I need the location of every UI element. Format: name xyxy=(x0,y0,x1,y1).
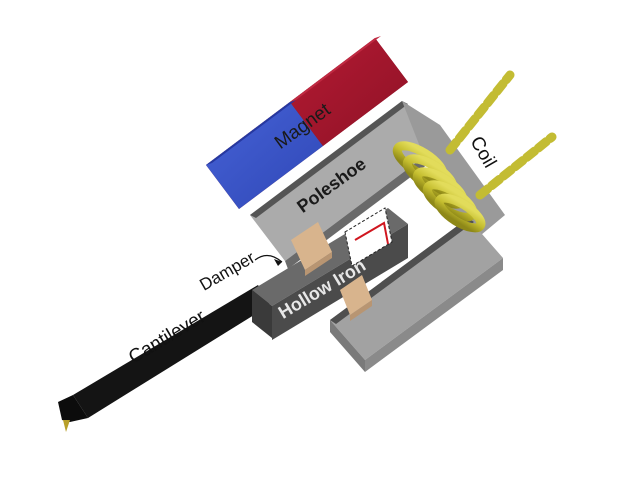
coil-turn xyxy=(434,193,486,233)
poleshoe xyxy=(250,101,505,372)
coil-label: Coil xyxy=(465,133,500,172)
dampers xyxy=(291,222,372,321)
magnet-top-strip-blue xyxy=(206,100,296,165)
coil xyxy=(392,70,557,233)
hollow-iron-cutaway-highlight xyxy=(354,221,389,245)
damper-label: Damper xyxy=(196,248,258,295)
magnet-top-strip-red xyxy=(290,36,381,102)
damper-lower-shade xyxy=(350,300,372,321)
hollow-iron-front xyxy=(252,290,272,338)
poleshoe-upper-arm-edge xyxy=(250,101,408,218)
damper-lower xyxy=(340,275,372,315)
poleshoe-upper-arm xyxy=(250,101,437,261)
coil-lead-lower xyxy=(475,132,557,200)
poleshoe-back xyxy=(402,101,505,240)
poleshoe-lower-arm-front xyxy=(330,320,365,372)
damper-arrow xyxy=(254,254,283,266)
poleshoe-lower-arm-bottom xyxy=(365,258,503,372)
cantilever xyxy=(58,285,270,432)
coil-lead-upper xyxy=(445,70,515,155)
cantilever-rod xyxy=(73,285,270,418)
magnet xyxy=(206,36,408,209)
magnet-north-face xyxy=(290,38,408,146)
stylus-tip xyxy=(63,420,70,432)
hollow-iron-cutaway xyxy=(344,207,393,267)
cantilever-tip-bend xyxy=(58,395,88,422)
poleshoe-lower-arm xyxy=(330,218,503,360)
damper-upper xyxy=(291,222,332,270)
magnet-south-face xyxy=(206,102,323,209)
damper-upper-shade xyxy=(305,252,332,276)
